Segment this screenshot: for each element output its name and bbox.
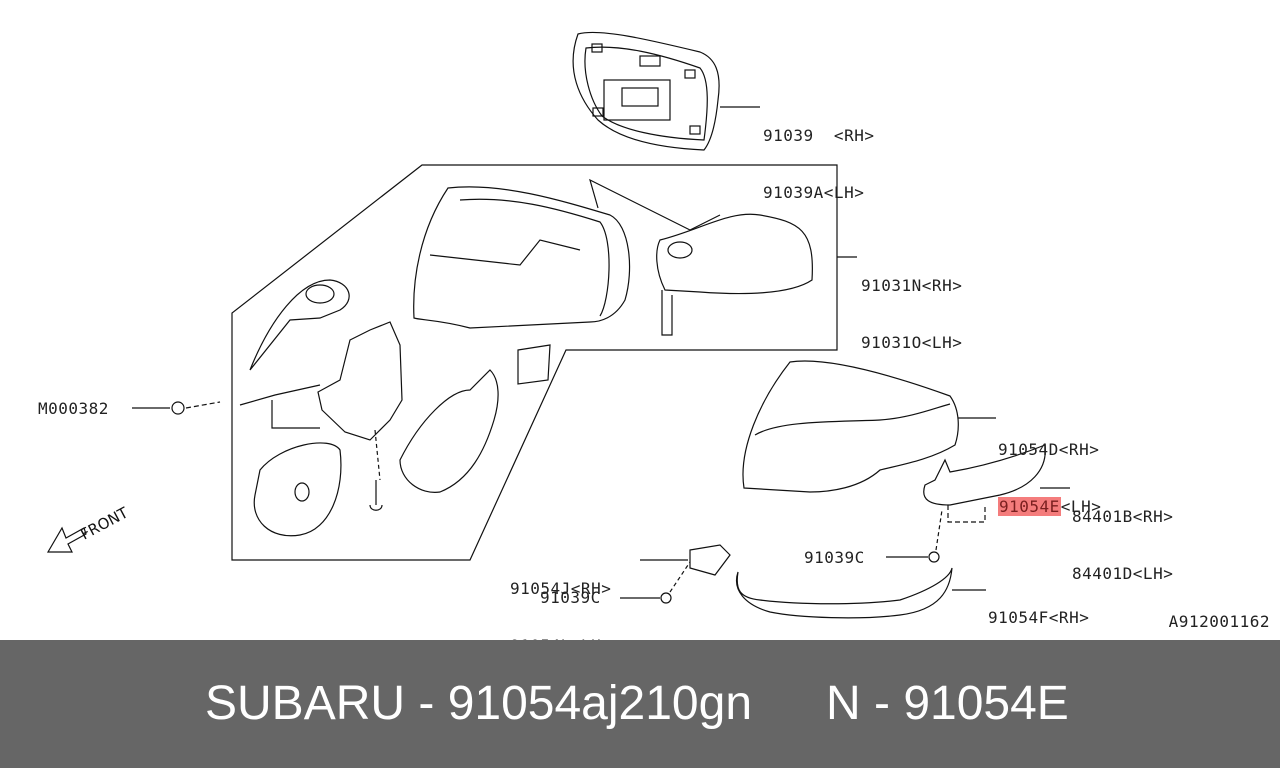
part-number-lh: 84401D<LH> [1072, 564, 1174, 583]
part-number-lh: 91031O<LH> [861, 333, 963, 352]
fasteners-drawing [132, 401, 943, 604]
highlighted-part-number[interactable]: 91054E [998, 497, 1061, 516]
part-number-rh: 91054D<RH> [998, 440, 1100, 459]
part-number-rh: 84401B<RH> [1072, 507, 1174, 526]
part-number-rh: 91039 <RH> [763, 126, 875, 145]
callout-screw-right[interactable]: 91039C [804, 548, 865, 567]
callout-turn-signal[interactable]: 84401B<RH> 84401D<LH> [1072, 469, 1173, 602]
turn-signal-drawing [923, 444, 1070, 523]
parts-diagram: FRONT [46, 31, 1070, 619]
callout-mirror-body[interactable]: 91031N<RH> 91031O<LH> [861, 238, 962, 371]
lower-garnish-drawing [736, 567, 986, 619]
callout-screw-left[interactable]: 91039C [540, 588, 601, 607]
part-number-rh: 91054J<RH> [510, 579, 612, 598]
side-lh: <LH> [1060, 497, 1102, 516]
part-number-lh: 91039A<LH> [763, 183, 865, 202]
callout-mirror-cover[interactable]: 91054D<RH> 91054E<LH> [998, 402, 1101, 535]
inner-parts-drawing [239, 279, 499, 537]
assembly-frame [231, 164, 838, 561]
front-label: FRONT [77, 503, 131, 543]
mirror-body-drawing [413, 178, 813, 385]
footer-banner: SUBARU - 91054aj210gn N - 91054E [0, 640, 1280, 768]
front-arrow-icon [46, 526, 87, 553]
callout-bolt[interactable]: M000382 [38, 399, 109, 418]
callout-mirror-glass[interactable]: 91039 <RH> 91039A<LH> [763, 88, 874, 221]
oem-part-number: N - 91054E [826, 677, 1069, 730]
catalog-code: A912001162 [1168, 612, 1270, 631]
part-number-rh: 91054F<RH> [988, 608, 1090, 627]
mirror-cover-drawing [742, 360, 996, 493]
part-number-rh: 91031N<RH> [861, 276, 963, 295]
mirror-glass-drawing [572, 31, 760, 151]
brand-part-number: SUBARU - 91054aj210gn [205, 677, 753, 730]
